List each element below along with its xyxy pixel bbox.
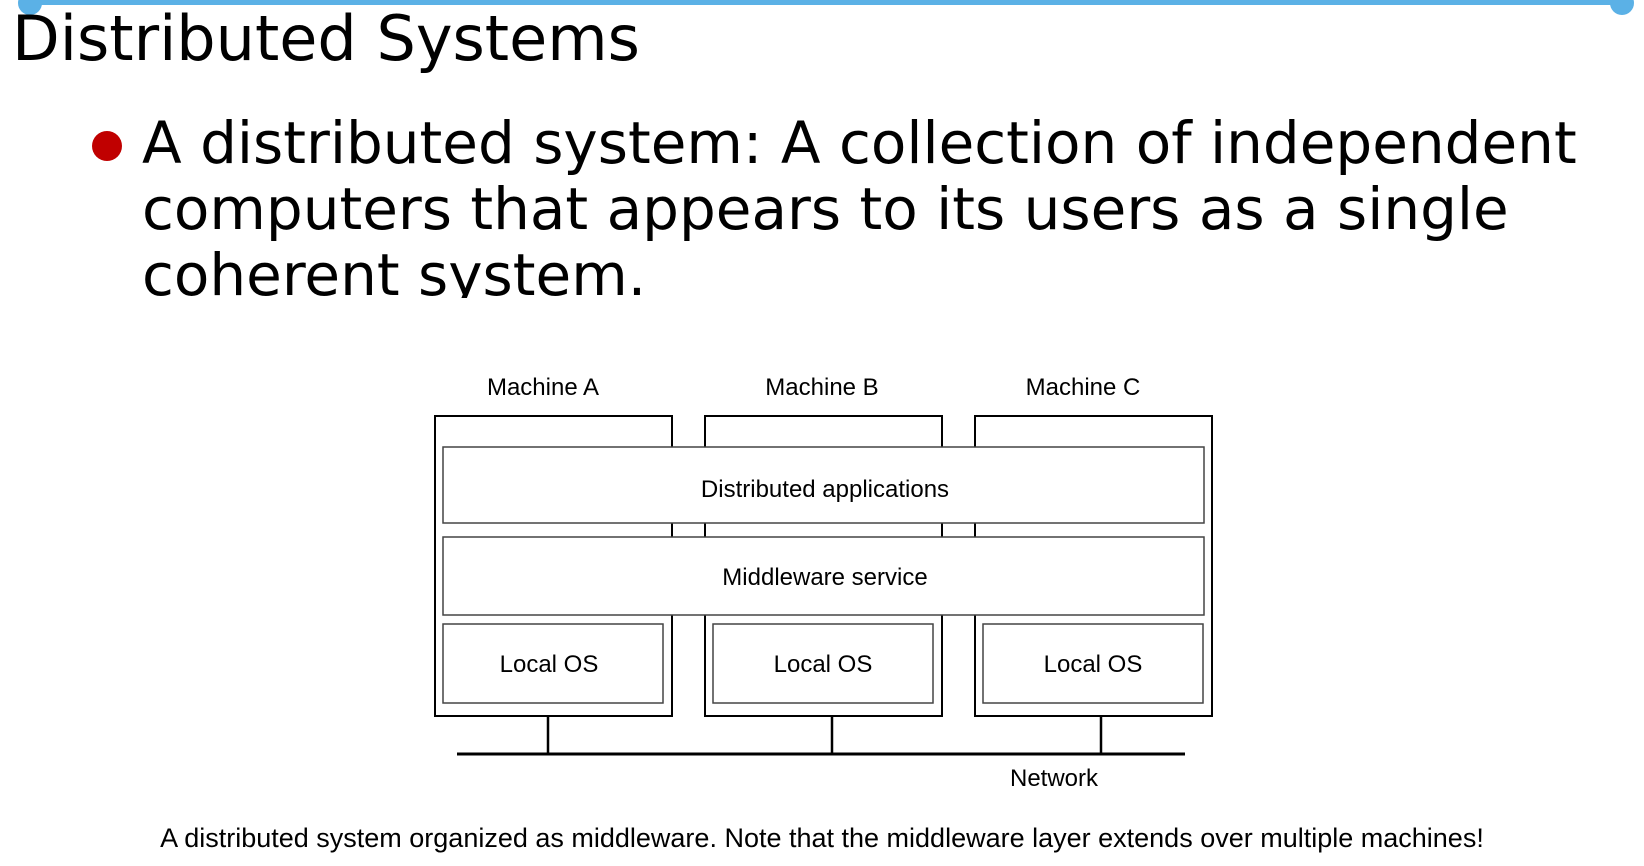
machine-a-label: Machine A <box>487 374 599 401</box>
bullet-line: A distributed system: A collection of in… <box>142 110 1577 177</box>
bullet-line: coherent system. <box>142 241 647 298</box>
local-os-b-label: Local OS <box>774 651 873 678</box>
bullet-text: A distributed system: A collection of in… <box>142 110 1642 298</box>
bullet-line: computers that appears to its users as a… <box>142 175 1509 243</box>
local-os-a-label: Local OS <box>500 651 599 678</box>
local-os-a-box <box>442 623 664 704</box>
middleware-label: Middleware service <box>722 564 927 591</box>
network-label: Network <box>1010 765 1099 792</box>
local-os-b-box <box>712 623 934 704</box>
local-os-c-label: Local OS <box>1044 651 1143 678</box>
applications-label: Distributed applications <box>701 476 949 503</box>
accent-dot-left <box>18 0 42 15</box>
machine-b-label: Machine B <box>765 374 878 401</box>
machine-c-label: Machine C <box>1026 374 1141 401</box>
figure-caption: A distributed system organized as middle… <box>160 823 1484 853</box>
middleware-layer <box>442 536 1205 616</box>
distributed-applications-layer <box>442 446 1205 524</box>
accent-dot-right <box>1610 0 1634 15</box>
bullet-dot <box>92 131 122 161</box>
local-os-c-box <box>982 623 1204 704</box>
top-accent-line <box>30 0 1622 5</box>
slide-title: Distributed Systems <box>12 2 640 75</box>
